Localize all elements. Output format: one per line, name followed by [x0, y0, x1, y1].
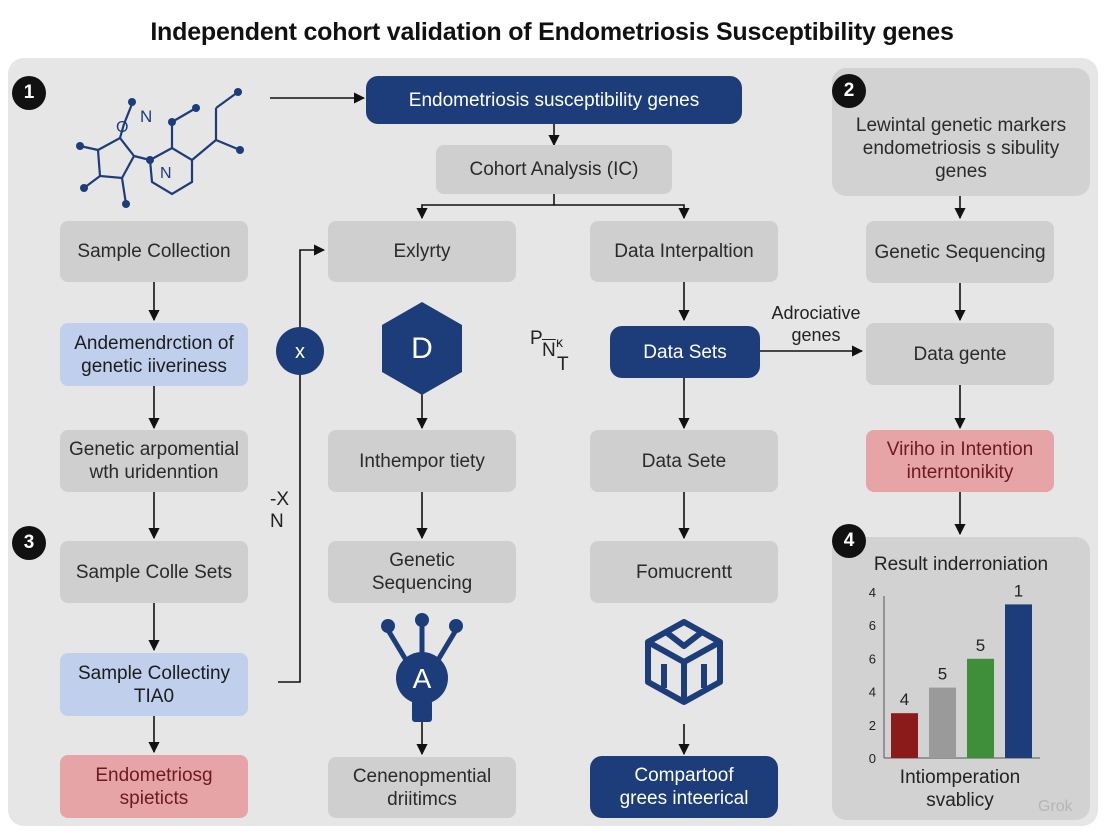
- node-susceptibility-genes: Endometriosis susceptibility genes: [366, 76, 742, 124]
- chart-bar: [929, 687, 956, 758]
- node-sample-collectiny: Sample Collectiny TIA0: [60, 653, 248, 716]
- lightbulb-letter: A: [413, 663, 432, 694]
- node-cohort-analysis: Cohort Analysis (IC): [436, 145, 672, 194]
- arrow-cohort-split-right: [554, 204, 690, 220]
- molecule-icon: [79, 91, 241, 205]
- chart-y-tick-label: 4: [869, 585, 876, 600]
- pnt-k-label: κ: [556, 334, 563, 350]
- node-data-gente: Data gente: [866, 323, 1054, 385]
- node-genetic-arpomential: Genetic arpomential wth uridenntion: [60, 430, 248, 492]
- chart-bar: [891, 713, 918, 758]
- molecule-n2-label: N: [160, 165, 172, 182]
- molecule-o1-label: O: [116, 119, 128, 136]
- chart-title: Result inderroniation: [873, 554, 1049, 575]
- node-andemendrction: Andemendrction of genetic iiveriness: [60, 323, 248, 386]
- x-circle-letter: x: [295, 341, 305, 363]
- arrow-bracket-to-exlyrty: [278, 244, 326, 683]
- chart-bar-label: 5: [976, 636, 985, 655]
- chart-y-tick-label: 6: [869, 618, 876, 633]
- node-fomucrentt: Fomucrentt: [590, 541, 778, 603]
- node-data-sete: Data Sete: [590, 430, 778, 492]
- hexagon-letter: D: [411, 332, 433, 365]
- chart-y-tick-label: 0: [869, 751, 876, 766]
- right-bottom-panel: [832, 537, 1090, 820]
- pnt-n-label: N: [542, 340, 556, 361]
- chart-bar-label: 1: [1014, 581, 1023, 600]
- chart-y-tick-label: 4: [869, 685, 876, 700]
- hexagon-icon: [382, 302, 462, 395]
- chart-bar: [967, 658, 994, 758]
- pnt-p-label: P: [530, 328, 543, 349]
- cube-icon: [645, 619, 723, 705]
- node-genetic-sequencing-mid: Genetic Sequencing: [328, 541, 516, 603]
- chart-bar-label: 5: [938, 665, 947, 684]
- lightbulb-icon: [381, 613, 463, 722]
- node-data-interpaltion: Data Interpaltion: [590, 221, 778, 282]
- node-lewintal-markers: Lewintal genetic markers endometriosis s…: [855, 114, 1067, 182]
- chart-xlabel: Intiomperation svablicy: [899, 767, 1021, 811]
- step-badge-2: 2: [832, 74, 866, 108]
- result-chart: 0 2 4 6 6 4 4 5 5 1: [869, 581, 1040, 766]
- chart-y-tick-label: 6: [869, 651, 876, 666]
- page-title: Independent cohort validation of Endomet…: [150, 18, 954, 46]
- step-badge-4: 4: [832, 524, 866, 558]
- adrociative-genes-label: Adrociative genes: [771, 303, 861, 345]
- node-inthempor-tiety: Inthempor tiety: [328, 430, 516, 492]
- node-sample-collection: Sample Collection: [60, 221, 248, 282]
- molecule-atoms: [76, 88, 244, 208]
- x-circle-icon: [276, 327, 324, 375]
- node-compartoof: Compartoof grees intеerical: [590, 756, 778, 818]
- watermark: Grok: [1038, 798, 1073, 815]
- node-data-sets: Data Sets: [610, 326, 760, 378]
- node-endometriosg-spietіcts: Endometriosg spieticts: [60, 755, 248, 818]
- node-cenenopmential: Cenenopmential driitimcs: [328, 757, 516, 818]
- chart-y-tick-label: 2: [869, 718, 876, 733]
- right-top-panel: [832, 68, 1090, 196]
- arrow-cohort-split: [416, 194, 555, 220]
- pnt-t-label: T: [557, 354, 569, 375]
- step-badge-3: 3: [12, 526, 46, 560]
- side-mark-label: -X N: [270, 489, 289, 532]
- molecule-n1-label: N: [140, 107, 152, 126]
- step-badge-1: 1: [12, 76, 46, 110]
- chart-bar: [1005, 604, 1032, 758]
- node-viriho-intention: Viriho in Intention interntonikity: [866, 430, 1054, 492]
- node-exlyrty: Exlyrty: [328, 221, 516, 282]
- node-genetic-sequencing-right: Genetic Sequencing: [866, 221, 1054, 283]
- node-sample-colle-sets: Sample Colle Sets: [60, 541, 248, 603]
- chart-bar-label: 4: [900, 690, 909, 709]
